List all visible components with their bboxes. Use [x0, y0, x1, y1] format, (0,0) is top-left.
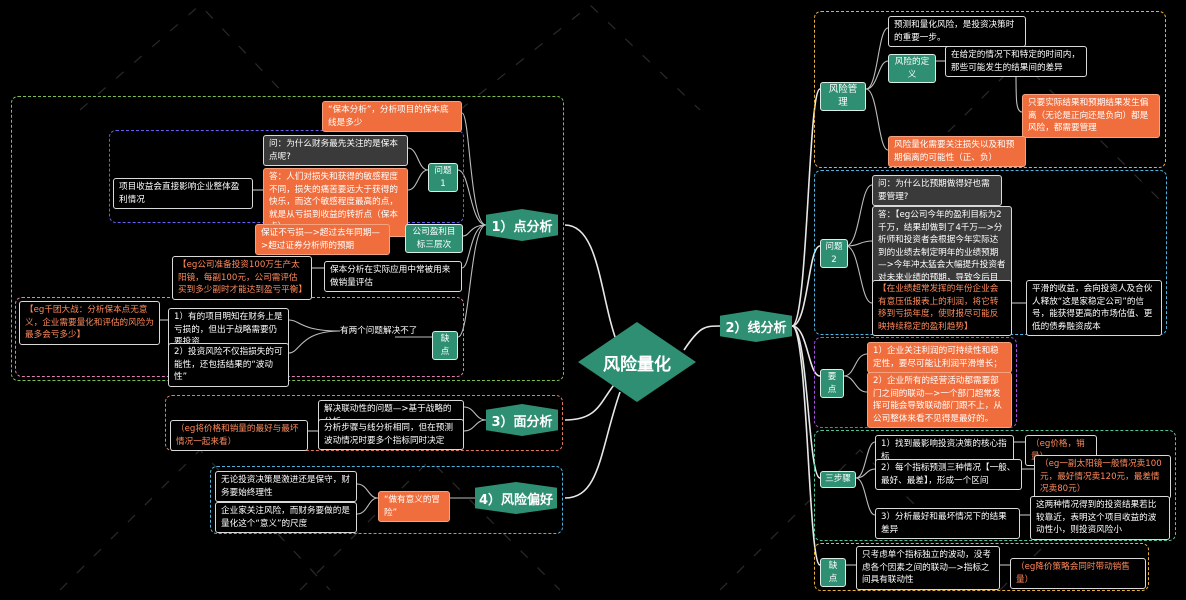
node-risk-mgmt-item1[interactable]: 预测和量化风险，是投资决策时的重要一步。: [888, 16, 1026, 47]
group-line-weakness: [814, 543, 1149, 591]
node-q2-question[interactable]: 问：为什么比预期做得好也需要管理?: [872, 175, 1002, 206]
branch-line-analysis[interactable]: 2）线分析: [720, 310, 792, 342]
node-risk-def-label[interactable]: 风险的定义: [888, 54, 936, 83]
node-line-weak-label[interactable]: 缺点: [820, 558, 846, 587]
node-profit-label[interactable]: 公司盈利目标三层次: [405, 224, 463, 253]
node-breakeven-analysis[interactable]: “保本分析”，分析项目的保本底线是多少: [322, 101, 462, 132]
node-sales-estimate[interactable]: 保本分析在实际应用中常被用来做销量评估: [324, 261, 462, 292]
node-q2-label[interactable]: 问题2: [820, 239, 848, 268]
node-keypoint-2[interactable]: 2）企业所有的经营活动都需要部门之间的联动—>一个部门超常发挥可能会导致联动部门…: [867, 372, 1012, 428]
group-surface-analysis: [165, 395, 563, 451]
branch-point-analysis[interactable]: 1）点分析: [486, 209, 558, 241]
node-step-3-note[interactable]: 这两种情况得到的投资结果若比较靠近，表明这个项目收益的波动性小，则投资风险小: [1030, 496, 1170, 540]
node-step-2[interactable]: 2）每个指标预测三种情况【一般、最好、最差】，形成一个区间: [875, 459, 1022, 490]
node-pref-item2[interactable]: 企业家关注风险，而财务要做的是量化这个“意义”的尺度: [215, 502, 357, 533]
node-weak-example[interactable]: 【eg千团大战：分析保本点无意义，企业需要量化和评估的风险为最多会亏多少】: [19, 301, 160, 345]
group-risk-preference: [210, 466, 563, 534]
node-q2-tip-note[interactable]: 平滑的收益，会向投资人及合伙人释放“这是家稳定公司”的信号，能获得更高的市场估值…: [1026, 280, 1162, 336]
node-risk-def-note[interactable]: 只要实际结果和预期结果发生偏离（无论是正向还是负向）都是风险，都需要管理: [1022, 94, 1160, 138]
node-line-weak-text[interactable]: 只考虑单个指标独立的波动，没考虑各个因素之间的联动—>指标之间具有联动性: [856, 546, 1000, 590]
node-pref-item1[interactable]: 无论投资决策是激进还是保守，财务要始终理性: [215, 471, 357, 502]
node-step-3[interactable]: 3）分析最好和最坏情况下的结果差异: [875, 508, 1020, 539]
node-keypoint-1[interactable]: 1）企业关注利润的可持续性和稳定性，要尽可能让利润平滑增长；: [867, 342, 1012, 373]
node-q1-label[interactable]: 问题1: [428, 163, 458, 192]
node-q2-tip[interactable]: 【在业绩超常发挥的年份企业会有意压低报表上的利润，将它转移到亏损年度，使财报尽可…: [872, 280, 1012, 336]
node-steps-label[interactable]: 三步骤: [820, 471, 856, 488]
node-surface-item2[interactable]: 分析步骤与线分析相同，但在预测波动情况时要多个指标同时决定: [318, 419, 464, 450]
node-pref-center[interactable]: “做有意义的冒险”: [378, 491, 450, 522]
node-risk-mgmt-item3[interactable]: 风险量化需要关注损失以及和预期偏离的可能性（正、负）: [888, 136, 1026, 167]
node-profit-targets[interactable]: 保证不亏损—>超过去年同期—>超过证券分析师的预期: [255, 224, 390, 255]
group-risk-management: [814, 11, 1166, 168]
node-surface-example[interactable]: （eg将价格和销量的最好与最坏情况一起来看）: [170, 420, 308, 451]
branch-surface-analysis[interactable]: 3）面分析: [486, 404, 558, 436]
branch-risk-preference[interactable]: 4）风险偏好: [475, 482, 557, 514]
node-q1-question[interactable]: 问：为什么财务最先关注的是保本点呢?: [263, 135, 408, 166]
node-risk-mgmt-label[interactable]: 风险管理: [820, 82, 866, 111]
node-line-weak-example[interactable]: （eg降价策略会同时带动销售量）: [1010, 558, 1146, 589]
group-three-steps: [814, 430, 1176, 541]
node-q1-note[interactable]: 项目收益会直接影响企业整体盈利情况: [113, 178, 253, 209]
node-weak-item2[interactable]: 2）投资风险不仅指损失的可能性，还包括结果的“波动性”: [168, 343, 289, 387]
node-weak-label[interactable]: 缺点: [432, 331, 458, 360]
node-weak-text[interactable]: 有两个问题解决不了: [340, 326, 418, 336]
node-step-2-example[interactable]: （eg一副太阳镜一般情况卖100元，最好情况卖120元，最差情况卖80元）: [1034, 455, 1171, 499]
node-sales-example[interactable]: 【eg公司准备投资100万生产太阳镜，每副100元，公司需评估买到多少副时才能达…: [172, 256, 312, 300]
node-risk-def-text[interactable]: 在给定的情况下和特定的时间内，那些可能发生的结果间的差异: [945, 46, 1087, 77]
node-keypoints-label[interactable]: 要点: [820, 369, 844, 398]
